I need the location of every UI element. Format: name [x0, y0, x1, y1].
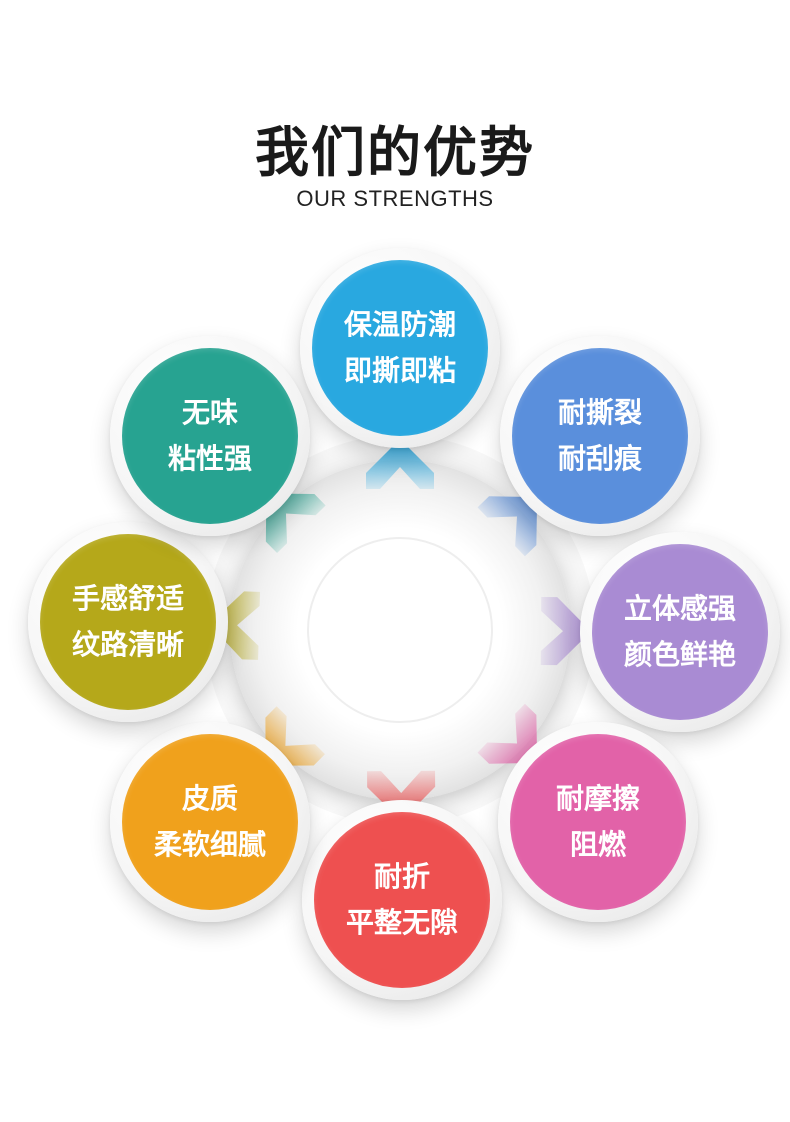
strength-badge-5: 耐折平整无隙 [314, 812, 490, 988]
center-hole [307, 537, 493, 723]
strength-badge-1: 保温防潮即撕即粘 [312, 260, 488, 436]
badge-line-2: 阻燃 [569, 828, 626, 861]
badge-line-2: 即撕即粘 [343, 354, 456, 387]
badge-line-2: 纹路清晰 [71, 628, 184, 661]
arrow-5 [367, 770, 436, 821]
arrow-chevron [477, 496, 538, 557]
arrow-8 [265, 493, 326, 554]
arrow-4 [477, 703, 538, 764]
arrow-7 [209, 591, 261, 660]
arrow-chevron [477, 703, 538, 764]
strength-badge-7: 手感舒适纹路清晰 [40, 534, 216, 710]
strength-badge-8: 无味粘性强 [122, 348, 298, 524]
badge-line-2: 颜色鲜艳 [623, 638, 736, 671]
badge-line-1: 皮质 [181, 782, 238, 815]
badge-line-2: 耐刮痕 [557, 442, 642, 475]
badge-line-1: 耐撕裂 [557, 396, 642, 429]
badge-line-1: 手感舒适 [71, 582, 184, 615]
strength-badge-2: 耐撕裂耐刮痕 [512, 348, 688, 524]
center-ring [205, 435, 595, 825]
badge-line-1: 立体感强 [623, 592, 736, 625]
strength-badge-3: 立体感强颜色鲜艳 [592, 544, 768, 720]
arrow-1 [366, 439, 434, 489]
badge-line-2: 柔软细腻 [153, 828, 266, 861]
badge-line-1: 耐折 [373, 860, 430, 893]
arrow-chevron [209, 591, 261, 660]
arrow-chevron [367, 770, 436, 821]
badge-line-2: 粘性强 [167, 442, 252, 475]
arrow-chevron [366, 439, 434, 489]
page-subtitle: OUR STRENGTHS [296, 186, 494, 211]
badge-line-1: 无味 [181, 396, 238, 429]
arrow-chevron [265, 493, 326, 554]
arrow-chevron [540, 597, 591, 666]
strength-badge-6: 皮质柔软细腻 [122, 734, 298, 910]
arrow-group [209, 439, 591, 821]
page-title: 我们的优势 [255, 121, 535, 184]
strength-badge-4: 耐摩擦阻燃 [510, 734, 686, 910]
badge-line-1: 保温防潮 [343, 308, 456, 341]
badge-line-2: 平整无隙 [345, 906, 458, 939]
arrow-2 [477, 496, 538, 557]
badge-line-1: 耐摩擦 [555, 782, 640, 815]
arrow-3 [540, 597, 591, 666]
